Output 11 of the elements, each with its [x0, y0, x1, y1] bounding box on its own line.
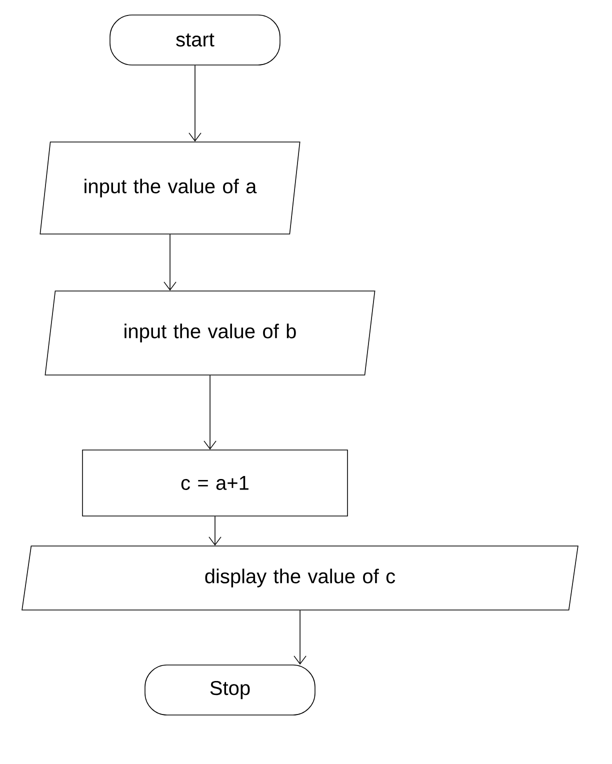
arrow	[188, 65, 202, 142]
terminal-box: start	[110, 14, 280, 66]
input-output-parallelogram: input the value of a	[40, 142, 300, 234]
arrow	[294, 610, 306, 665]
terminal-box: Stop	[144, 664, 316, 716]
arrow	[204, 375, 216, 450]
input-output-parallelogram: input the value of b	[44, 290, 376, 376]
arrow	[208, 516, 222, 546]
input-output-parallelogram: display the value of c	[22, 546, 578, 610]
arrow	[164, 234, 176, 291]
process-box: c = a+1	[82, 450, 348, 516]
